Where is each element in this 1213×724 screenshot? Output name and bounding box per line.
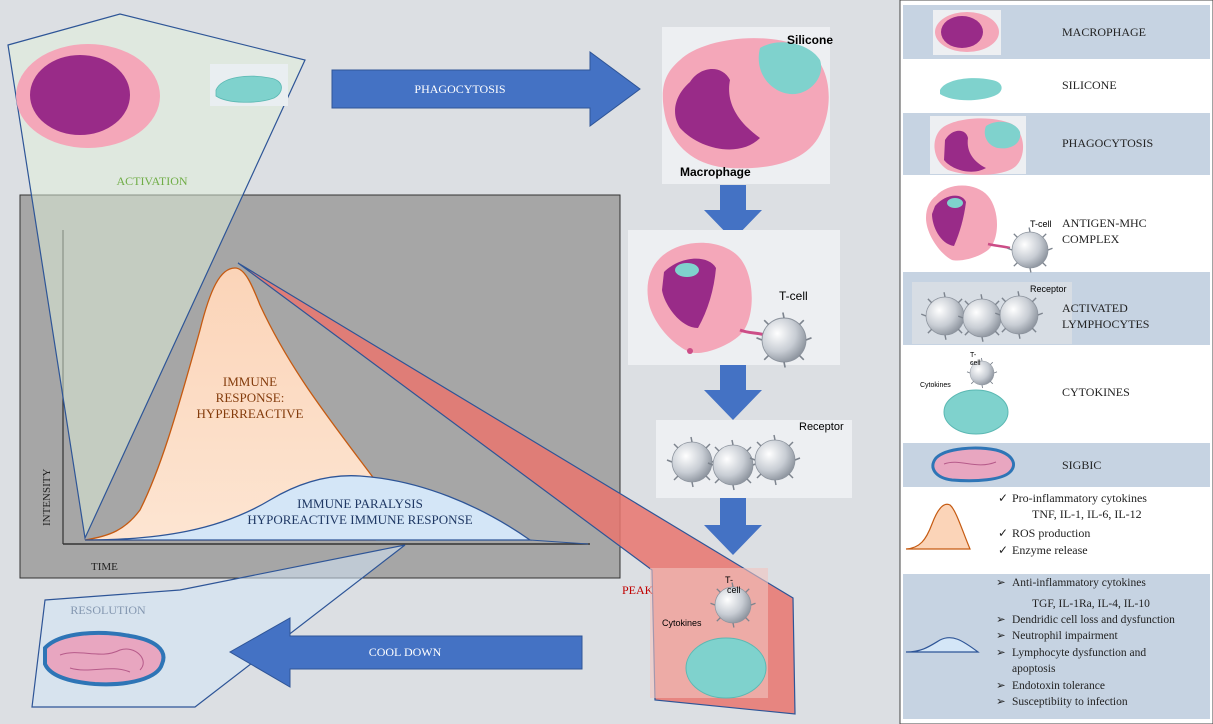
anti-item-4: Neutrophil impairment	[1012, 630, 1119, 642]
hypo-label-line-1: IMMUNE PARALYSIS	[297, 496, 423, 511]
legend-tcell-small-1: T-	[970, 352, 977, 359]
cytokines-panel: T- cell Cytokines	[650, 568, 768, 699]
down-arrow-2	[704, 362, 762, 420]
anti-arrow-7: ➢	[996, 680, 1006, 692]
y-axis-label: INTENSITY	[41, 469, 53, 526]
tcell-panel-label: T-cell	[779, 289, 808, 303]
legend-panel: MACROPHAGE SILICONE PHAGOCYTOSIS T-cell …	[899, 0, 1213, 724]
legend-sigbic-icon	[931, 446, 1015, 483]
anti-item-2: TGF, IL-1Ra, IL-4, IL-10	[1032, 598, 1150, 610]
legend-label-lymphocytes-1: ACTIVATED	[1062, 301, 1128, 315]
legend-label-sigbic: SIGBIC	[1062, 458, 1101, 472]
anti-arrow-1: ➢	[996, 577, 1006, 589]
anti-arrow-8: ➢	[996, 696, 1006, 708]
legend-receptor-label: Receptor	[1030, 284, 1067, 294]
anti-arrow-4: ➢	[996, 630, 1006, 642]
legend-row-cytokines	[903, 346, 1210, 442]
pro-item-3: ROS production	[1012, 526, 1090, 540]
anti-inflammatory-list: ➢ Anti-inflammatory cytokines TGF, IL-1R…	[996, 577, 1175, 708]
legend-label-phagocytosis: PHAGOCYTOSIS	[1062, 136, 1153, 150]
activation-label: ACTIVATION	[116, 174, 187, 188]
phagocytosis-arrow-label: PHAGOCYTOSIS	[414, 82, 505, 96]
cool-down-arrow-label: COOL DOWN	[369, 645, 442, 659]
legend-label-antigen-2: COMPLEX	[1062, 232, 1120, 246]
legend-lymphocytes-icon	[912, 282, 1072, 344]
down-arrow-1	[704, 185, 762, 240]
tcell-small-label-2: cell	[727, 585, 741, 595]
legend-antigen-mhc-icon	[926, 185, 1054, 274]
macrophage-cell	[16, 44, 160, 148]
hyporeactive-label: IMMUNE PARALYSIS HYPOREACTIVE IMMUNE RES…	[247, 496, 472, 527]
anti-arrow-3: ➢	[996, 614, 1006, 626]
legend-hyper-curve-icon	[905, 503, 971, 550]
pro-check-1: ✓	[998, 491, 1008, 505]
cool-down-arrow: COOL DOWN	[228, 617, 583, 688]
anti-item-5: Lymphocyte dysfunction and	[1012, 647, 1146, 659]
hypo-label-line-2: HYPOREACTIVE IMMUNE RESPONSE	[247, 512, 472, 527]
pro-item-2: TNF, IL-1, IL-6, IL-12	[1032, 507, 1142, 521]
legend-tcell-small-2: cell	[970, 360, 981, 367]
pro-inflammatory-list: ✓ Pro-inflammatory cytokines TNF, IL-1, …	[998, 491, 1147, 557]
tcell-small-label-1: T-	[725, 575, 733, 585]
legend-cytokines-small: Cytokines	[920, 382, 951, 389]
anti-item-6: apoptosis	[1012, 663, 1056, 675]
macrophage-panel-label: Macrophage	[680, 165, 751, 179]
hyporeactive-curve	[84, 475, 533, 541]
pro-item-4: Enzyme release	[1012, 543, 1088, 557]
anti-item-3: Dendridic cell loss and dysfunction	[1012, 614, 1175, 626]
hyper-label-line-3: HYPERREACTIVE	[197, 406, 304, 421]
hyper-label-line-2: RESPONSE:	[216, 390, 285, 405]
pro-item-1: Pro-inflammatory cytokines	[1012, 491, 1147, 505]
legend-cytokines-icon	[943, 357, 1009, 435]
activated-lymphocytes-panel: Receptor	[656, 420, 852, 498]
hyporeactive-tail	[529, 539, 589, 545]
legend-silicone-icon	[940, 78, 1002, 101]
antigen-mhc-panel: T-cell	[628, 230, 840, 369]
legend-tcell-label: T-cell	[1030, 219, 1052, 229]
hyperreactive-label: IMMUNE RESPONSE: HYPERREACTIVE	[197, 374, 304, 421]
down-arrow-3	[704, 492, 762, 555]
hyper-label-line-1: IMMUNE	[223, 374, 277, 389]
peak-label: PEAK	[622, 583, 654, 597]
pro-check-3: ✓	[998, 526, 1008, 540]
silicone-particle	[210, 64, 288, 106]
x-axis-label: TIME	[91, 561, 118, 573]
legend-label-silicone: SILICONE	[1062, 78, 1117, 92]
legend-hypo-curve-icon	[905, 637, 980, 653]
legend-label-macrophage: MACROPHAGE	[1062, 25, 1146, 39]
receptor-panel-label: Receptor	[799, 421, 844, 433]
anti-item-7: Endotoxin tolerance	[1012, 680, 1105, 692]
phagocytosis-panel: Silicone Macrophage	[662, 27, 833, 184]
anti-item-1: Anti-inflammatory cytokines	[1012, 577, 1146, 589]
anti-arrow-5: ➢	[996, 647, 1006, 659]
legend-label-lymphocytes-2: LYMPHOCYTES	[1062, 317, 1149, 331]
phagocytosis-arrow: PHAGOCYTOSIS	[331, 51, 641, 127]
resolution-label: RESOLUTION	[70, 603, 146, 617]
anti-item-8: Susceptibiity to infection	[1012, 696, 1128, 708]
legend-label-antigen-1: ANTIGEN-MHC	[1062, 216, 1147, 230]
pro-check-4: ✓	[998, 543, 1008, 557]
hyperreactive-curve	[84, 267, 376, 541]
legend-label-cytokines: CYTOKINES	[1062, 385, 1130, 399]
silicone-panel-label: Silicone	[787, 33, 833, 47]
sigbic-tissue	[43, 630, 166, 687]
cytokines-panel-label: Cytokines	[662, 618, 702, 628]
